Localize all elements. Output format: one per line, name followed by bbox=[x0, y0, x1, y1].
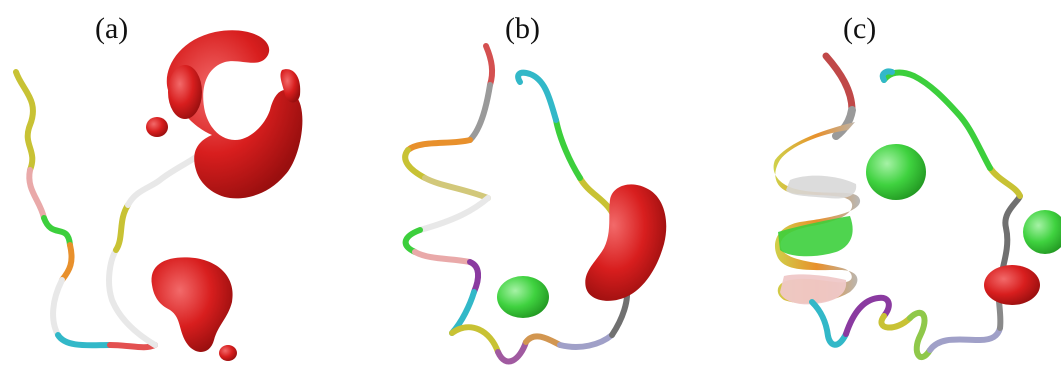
density-red-a bbox=[146, 30, 302, 361]
helix-ribbon-c bbox=[774, 122, 861, 304]
density-red-c bbox=[984, 265, 1040, 305]
panel-label-c: (c) bbox=[843, 12, 876, 46]
panel-c bbox=[774, 56, 1061, 357]
panel-label-b: (b) bbox=[505, 12, 540, 46]
panel-a bbox=[16, 30, 302, 361]
density-red-b bbox=[585, 184, 666, 300]
density-green-b bbox=[497, 276, 549, 318]
panel-label-a: (a) bbox=[95, 12, 128, 46]
panel-b bbox=[405, 46, 666, 361]
density-green-c bbox=[866, 144, 1061, 254]
